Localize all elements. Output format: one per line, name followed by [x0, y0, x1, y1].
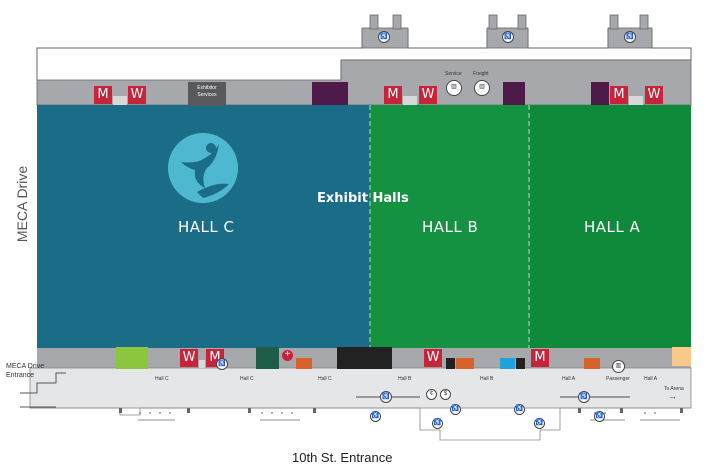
restroom-men-a[interactable]: M	[610, 86, 628, 104]
wheelchair-icon[interactable]: ♿	[216, 358, 228, 370]
elevator-icon[interactable]: ♿	[378, 31, 390, 43]
service-block	[113, 96, 127, 105]
first-aid-icon[interactable]: +	[282, 350, 293, 361]
black-small	[516, 358, 525, 369]
purple-room-2	[503, 82, 525, 105]
cyan-room	[500, 358, 515, 369]
elevator-icon[interactable]: ♿	[534, 418, 545, 429]
corridor-label: Hall A	[562, 376, 576, 382]
orange-room	[584, 358, 600, 369]
purple-room-1	[312, 82, 348, 105]
restroom-women-a[interactable]: W	[645, 86, 663, 104]
corridor-label: Hall C	[240, 376, 254, 382]
exhibitor-services[interactable]: Exhibitor Services	[188, 82, 226, 106]
restroom-women-c2[interactable]: W	[180, 349, 198, 367]
black-small	[446, 358, 455, 369]
atm-icon[interactable]: ¢	[426, 389, 437, 400]
teal-room	[256, 347, 279, 369]
elevator-icon[interactable]: ▥	[612, 360, 625, 373]
hall-b-area[interactable]	[370, 105, 529, 348]
restroom-men-b2[interactable]: W	[424, 349, 442, 367]
to-arena-label: To Arena	[664, 386, 684, 392]
orange-room	[456, 358, 474, 369]
restroom-women-c[interactable]: W	[128, 86, 146, 104]
elevator-icon[interactable]: ▥	[474, 80, 490, 96]
hall-b-label: HALL B	[422, 218, 479, 236]
hall-a-label: HALL A	[584, 218, 641, 236]
orange-room	[296, 358, 312, 369]
restroom-men-a2[interactable]: M	[531, 349, 549, 367]
corridor-label: Hall B	[480, 376, 494, 382]
left-entrance-label: MECA Drive Entrance	[6, 363, 45, 379]
purple-room-3	[591, 82, 609, 105]
hall-c-label: HALL C	[178, 218, 235, 236]
service-block	[629, 96, 643, 105]
restroom-men-c[interactable]: M	[94, 86, 112, 104]
corridor-label: Hall A	[644, 376, 658, 382]
elevator-icon[interactable]: ♿	[514, 404, 525, 415]
service-block	[199, 360, 205, 368]
map-title: Exhibit Halls	[317, 191, 409, 206]
elevator-icon[interactable]: ♿	[450, 404, 461, 415]
elevator-icon[interactable]: ♿	[594, 411, 605, 422]
service-block	[403, 96, 417, 105]
service-label: Service	[445, 71, 462, 77]
corridor-label: Hall C	[155, 376, 169, 382]
corridor-label: Hall C	[318, 376, 332, 382]
logo-icon	[168, 133, 238, 203]
wheelchair-icon[interactable]: ♿	[578, 391, 590, 403]
elevator-icon[interactable]: ♿	[432, 418, 443, 429]
wheelchair-icon[interactable]: ♿	[380, 391, 392, 403]
restroom-men-b[interactable]: M	[384, 86, 402, 104]
lime-room	[116, 347, 148, 369]
corridor-label: Passenger	[606, 376, 630, 382]
hall-a-area[interactable]	[529, 105, 691, 348]
elevator-icon[interactable]: ♿	[502, 31, 514, 43]
peach-room	[672, 347, 691, 366]
elevator-icon[interactable]: ♿	[624, 31, 636, 43]
arrow-right-icon: →	[668, 391, 677, 401]
corridor-label: Hall B	[398, 376, 412, 382]
elevator-icon[interactable]: ▥	[446, 80, 462, 96]
street-left-label: MECA Drive	[14, 165, 30, 243]
elevator-icon[interactable]: ♿	[370, 411, 381, 422]
black-room	[337, 347, 392, 369]
dollar-icon[interactable]: $	[440, 389, 451, 400]
street-bottom-label: 10th St. Entrance	[292, 450, 393, 465]
restroom-women-b[interactable]: W	[419, 86, 437, 104]
freight-label: Freight	[473, 71, 489, 77]
